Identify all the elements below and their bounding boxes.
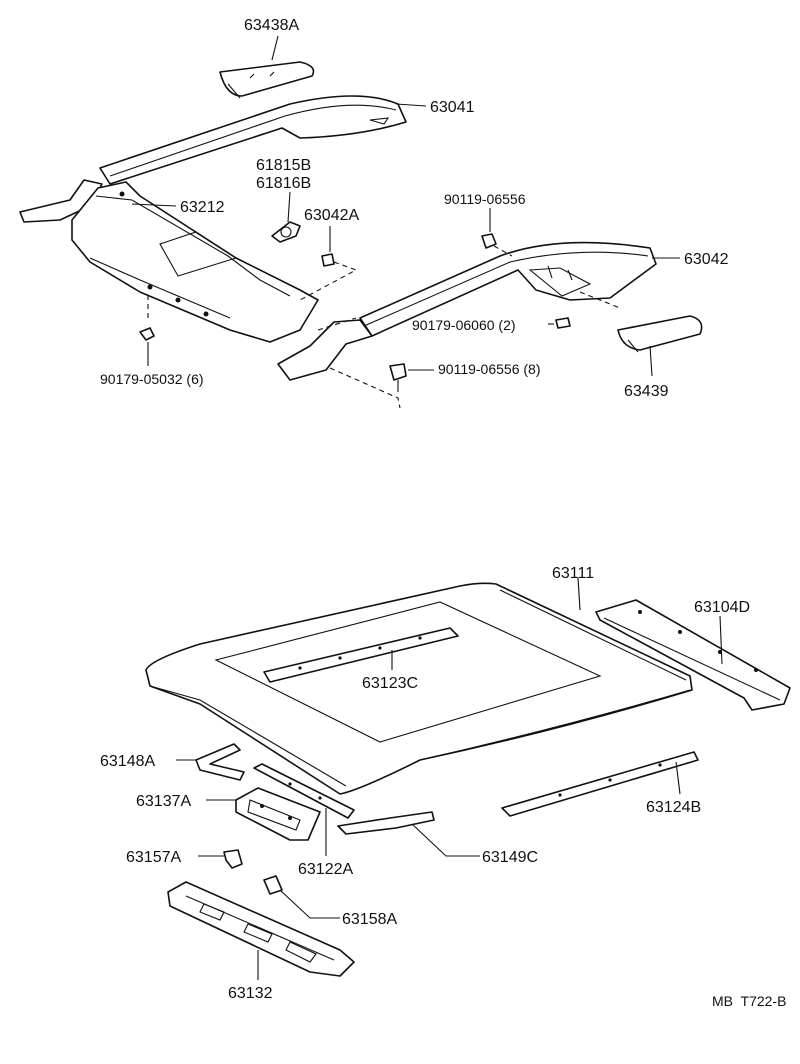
fastener-90119-06556-8 <box>389 363 407 392</box>
label-63157a: 63157A <box>126 849 181 866</box>
label-63438a: 63438A <box>244 17 299 34</box>
leader-63124b <box>675 761 681 795</box>
fastener-63042a <box>299 253 358 301</box>
label-63041: 63041 <box>430 99 475 116</box>
part-63132-plate <box>167 881 355 977</box>
part-63439-cover <box>617 315 703 353</box>
label-63123c: 63123C <box>362 675 418 692</box>
part-63158a-clip <box>263 875 283 895</box>
leader-63104d <box>719 615 723 665</box>
label-63212: 63212 <box>180 199 225 216</box>
part-63212-header <box>71 181 319 343</box>
part-63438a-cover <box>219 61 315 99</box>
part-63123c-strip <box>263 627 459 683</box>
label-63132: 63132 <box>228 985 273 1002</box>
part-63148a-strip <box>195 743 245 781</box>
label-63042: 63042 <box>684 251 729 268</box>
label-63104d: 63104D <box>694 599 750 616</box>
leader-61815b <box>287 191 291 223</box>
leader-63439 <box>649 345 653 377</box>
leader-63212 <box>131 203 177 207</box>
label-63122a: 63122A <box>298 861 353 878</box>
label-63137a: 63137A <box>136 793 191 810</box>
part-63042-rail <box>359 241 657 337</box>
part-63104d-rail <box>595 599 791 711</box>
label-61816b: 61816B <box>256 175 311 192</box>
part-63137a-bracket <box>235 787 321 841</box>
label-90179-05032: 90179-05032 (6) <box>100 371 204 387</box>
dash-rail-down <box>579 291 621 309</box>
fastener-90179-05032 <box>139 296 155 341</box>
label-63148a: 63148A <box>100 753 155 770</box>
leader-63111 <box>577 577 581 611</box>
dash-bracket-1 <box>317 317 357 331</box>
label-63158a: 63158A <box>342 911 397 928</box>
leader-63149c <box>411 823 480 857</box>
label-90119-06556: 90119-06556 <box>444 191 526 207</box>
part-61815b-clip <box>271 221 301 243</box>
label-63149c: 63149C <box>482 849 538 866</box>
label-63111: 63111 <box>552 565 594 582</box>
part-right-end-bracket <box>277 319 373 381</box>
label-63042a: 63042A <box>304 207 359 224</box>
label-61815b: 61815B <box>256 157 311 174</box>
leader-63158a <box>279 889 340 919</box>
part-63111-roof-panel <box>145 582 693 795</box>
leader-63041 <box>395 103 427 107</box>
footer-code: MB T722-B <box>712 993 786 1009</box>
label-90119-06556-8: 90119-06556 (8) <box>438 361 540 377</box>
dash-bracket-2 <box>329 367 401 409</box>
label-63439: 63439 <box>624 383 669 400</box>
label-63124b: 63124B <box>646 799 701 816</box>
part-63124b-strip <box>501 751 699 817</box>
fastener-90179-06060 <box>555 317 571 329</box>
part-63157a-clip <box>223 849 243 869</box>
part-63041-rail <box>99 95 407 185</box>
leader-63438a <box>271 35 279 61</box>
part-63122a-strip <box>253 763 355 819</box>
fastener-90119-06556 <box>481 233 513 257</box>
part-63149c-bracket <box>337 811 435 835</box>
label-90179-06060: 90179-06060 (2) <box>412 317 516 333</box>
